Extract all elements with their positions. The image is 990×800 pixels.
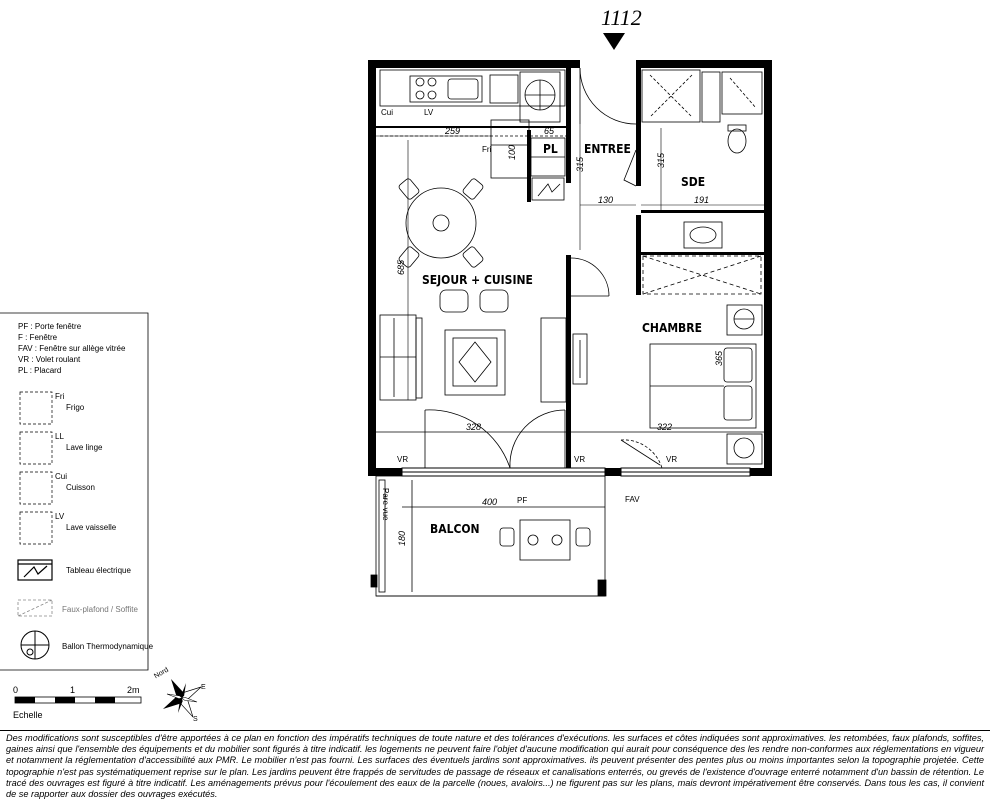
legend-abbr-f: F : Fenêtre [18,333,58,342]
dim-balcon-height: 180 [397,531,407,546]
dim-sejour-width: 328 [466,422,481,432]
faux-plafond-icon [17,599,53,617]
dim-sde-height: 315 [656,152,666,168]
label-fri: Fri [482,145,492,154]
compass-s: S [193,716,198,723]
scale-bar: 0 1 2m Echelle [13,685,142,720]
room-label-pl: PL [543,142,558,156]
scale-zero: 0 [13,685,18,695]
label-fav: FAV [625,495,640,504]
room-label-balcon: BALCON [430,522,480,536]
disclaimer-text: Des modifications sont susceptibles d'êt… [0,730,990,800]
dim-cuisine-width: 259 [444,126,460,136]
label-vr-right: VR [666,455,677,464]
bathroom-fixtures [641,69,763,249]
balcony [370,475,607,597]
legend-name-ll: Lave linge [66,443,103,452]
legend-name-fri: Frigo [66,403,85,412]
legend-code-ll: LL [55,432,64,441]
dim-entree-width: 130 [598,195,613,205]
interior-walls [376,68,764,468]
legend-code-fri: Fri [55,392,65,401]
compass-nord: Nord [153,667,170,681]
dim-balcon-width: 400 [482,497,497,507]
legend-faux-plafond: Faux-plafond / Soffite [62,605,138,614]
compass-e: E [201,684,206,691]
dim-sde-width: 191 [694,195,709,205]
label-lv: LV [424,108,434,117]
scale-two: 2m [127,685,140,695]
legend-code-cui: Cui [55,472,67,481]
sofa [379,314,423,401]
label-pare-vue: Pare-vue [381,488,390,521]
room-label-entree: ENTREE [584,142,631,156]
ballon-icon [20,630,50,660]
bed [649,343,757,429]
dim-pl-width: 65 [544,126,555,136]
scale-one: 1 [70,685,75,695]
room-label-chambre: CHAMBRE [642,321,702,335]
legend-tableau: Tableau électrique [66,566,131,575]
legend-code-lv: LV [55,512,65,521]
room-label-sde: SDE [681,175,705,189]
legend-abbr-pl: PL : Placard [18,366,61,375]
label-cui: Cui [381,108,393,117]
legend: PF : Porte fenêtre F : Fenêtre FAV : Fen… [0,312,154,671]
legend-abbr-fav: FAV : Fenêtre sur allège vitrée [18,344,126,353]
dim-sejour-height: 685 [396,259,406,275]
tableau-electrique-icon [17,559,53,581]
rug [444,329,506,396]
outer-walls [368,60,772,476]
entrance-arrow-icon [603,33,625,50]
legend-ballon: Ballon Thermodynamique [62,642,154,651]
dim-lit-height: 365 [714,350,724,366]
dim-entree-height: 315 [575,156,585,172]
dim-fri-height: 100 [507,145,517,160]
dining-table [398,178,484,268]
legend-name-lv: Lave vaisselle [66,523,117,532]
dim-chambre-width: 322 [657,422,672,432]
unit-number: 1112 [601,5,642,30]
floor-plan: 1112 [0,5,772,723]
scale-label: Echelle [13,710,43,720]
label-pf: PF [517,496,527,505]
label-vr-left: VR [397,455,408,464]
legend-name-cui: Cuisson [66,483,95,492]
legend-abbr-pf: PF : Porte fenêtre [18,322,82,331]
legend-abbr-vr: VR : Volet roulant [18,355,81,364]
compass-rose-icon [162,678,202,718]
label-vr-mid: VR [574,455,585,464]
room-label-sejour: SEJOUR + CUISINE [422,273,533,287]
